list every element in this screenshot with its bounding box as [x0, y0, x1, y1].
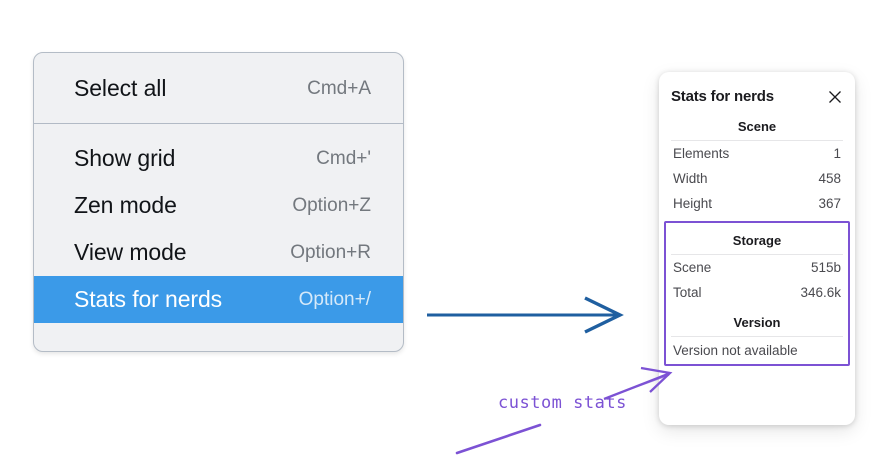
section-divider — [671, 140, 843, 141]
menu-item-shortcut: Option+Z — [292, 194, 371, 216]
blue-arrow-annotation — [427, 296, 624, 334]
menu-separator — [34, 123, 403, 124]
section-title-storage: Storage — [732, 233, 782, 248]
stat-value: 515b — [810, 260, 841, 275]
menu-item-zen-mode[interactable]: Zen mode Option+Z — [34, 182, 403, 229]
menu-item-label: View mode — [74, 239, 187, 265]
section-title-version: Version — [733, 315, 781, 330]
stat-row: Height 367 — [671, 191, 843, 216]
section-title-scene: Scene — [737, 119, 777, 134]
stat-key: Elements — [673, 146, 730, 161]
handwritten-note: custom stats — [498, 393, 627, 413]
menu-group-bottom: Show grid Cmd+' Zen mode Option+Z View m… — [34, 124, 403, 345]
purple-underline-annotation — [455, 423, 542, 455]
menu-item-shortcut: Option+R — [290, 241, 371, 263]
menu-item-stats-for-nerds[interactable]: Stats for nerds Option+/ — [34, 276, 403, 323]
menu-item-label: Show grid — [74, 145, 176, 171]
stat-value: 1 — [833, 146, 841, 161]
section-divider — [671, 254, 843, 255]
stats-for-nerds-panel: Stats for nerds Scene Elements 1 Width 4… — [659, 72, 855, 425]
stat-row: Total 346.6k — [671, 280, 843, 305]
stat-row: Width 458 — [671, 166, 843, 191]
stat-value: 346.6k — [800, 285, 841, 300]
close-icon[interactable] — [827, 89, 843, 105]
panel-header: Stats for nerds — [671, 72, 843, 109]
stat-value: 458 — [818, 171, 841, 186]
custom-stats-highlight-box: Storage Scene 515b Total 346.6k Version … — [664, 221, 850, 366]
menu-item-label: Zen mode — [74, 192, 177, 218]
menu-bottom-padding — [34, 323, 403, 345]
menu-item-shortcut: Cmd+A — [307, 77, 371, 99]
stat-key: Scene — [673, 260, 712, 275]
stat-row: Elements 1 — [671, 141, 843, 166]
menu-item-show-grid[interactable]: Show grid Cmd+' — [34, 135, 403, 182]
menu-item-shortcut: Cmd+' — [316, 147, 371, 169]
panel-title: Stats for nerds — [671, 88, 774, 105]
menu-item-label: Select all — [74, 75, 167, 101]
stat-key: Height — [673, 196, 713, 211]
menu-item-view-mode[interactable]: View mode Option+R — [34, 229, 403, 276]
menu-item-label: Stats for nerds — [74, 286, 223, 312]
context-menu[interactable]: Select all Cmd+A Show grid Cmd+' Zen mod… — [33, 52, 404, 352]
version-text: Version not available — [673, 343, 798, 358]
menu-item-shortcut: Option+/ — [298, 288, 371, 310]
menu-group-top: Select all Cmd+A — [34, 53, 403, 123]
section-divider — [671, 336, 843, 337]
stat-row: Scene 515b — [671, 255, 843, 280]
stat-value: 367 — [818, 196, 841, 211]
stat-key: Width — [673, 171, 708, 186]
menu-item-select-all[interactable]: Select all Cmd+A — [34, 65, 403, 112]
stat-key: Total — [673, 285, 702, 300]
